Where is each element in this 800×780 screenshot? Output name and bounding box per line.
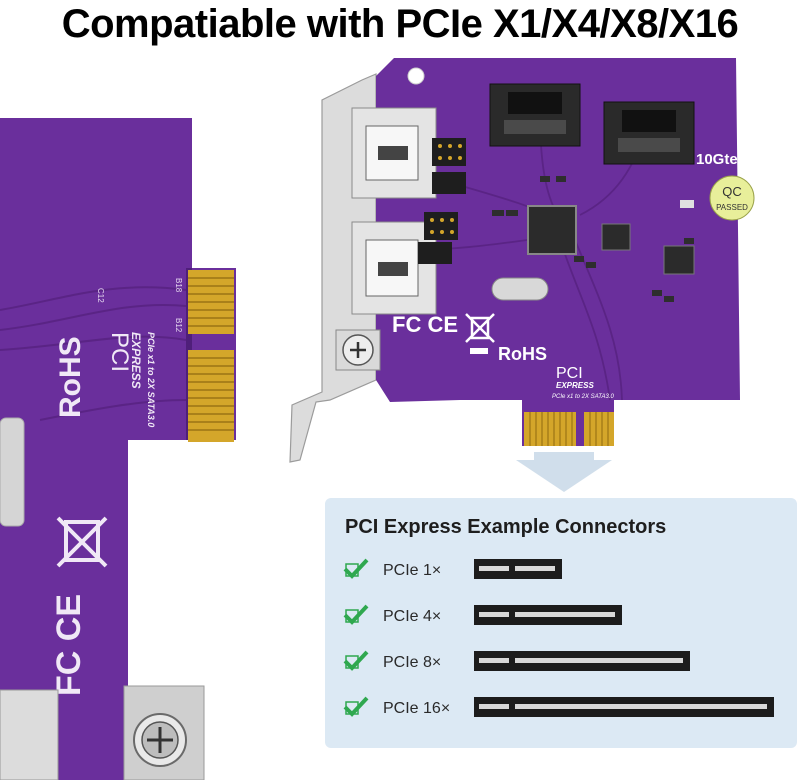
connectors-panel: PCI Express Example Connectors PCIe 1× P… [325,498,797,748]
qc-sticker-bottom: PASSED [716,203,748,212]
esata-port-top [351,107,437,199]
qc-sticker: QC PASSED [709,175,755,221]
main-pci-logo-bottom: EXPRESS [556,381,594,390]
closeup-weee-icon [56,516,108,568]
main-rohs: RoHS [498,344,547,364]
closeup-screw-icon [133,713,187,767]
slot-x8-icon [474,651,690,671]
small-chip [601,223,631,251]
check-icon [343,650,369,671]
main-model-text: PCIe x1 to 2X SATA3.0 [552,394,614,400]
closeup-label-b12: B12 [174,318,183,333]
main-cert-marks: FC CE [392,312,458,337]
closeup-gold-fingers [188,270,234,442]
main-pci-logo-top: PCI [556,365,583,382]
regulator-chip [663,245,695,275]
connector-row-x1: PCIe 1× [343,556,783,588]
closeup-crystal [0,417,25,527]
sata-port-right [603,101,695,165]
closeup-label-c12: C12 [96,288,105,303]
connector-label: PCIe 8× [383,654,442,671]
check-icon [343,604,369,625]
connector-label: PCIe 16× [383,700,451,717]
qc-sticker-top: QC [722,184,742,199]
connectors-panel-title: PCI Express Example Connectors [345,516,667,538]
connector-row-x8: PCIe 8× [343,648,783,680]
smd-components [492,176,694,302]
slot-x16-icon [474,697,774,717]
connector-label: PCIe 1× [383,562,442,579]
esata-port-bottom [351,221,437,315]
slot-x1-icon [474,559,562,579]
check-icon [343,558,369,579]
controller-chip [527,205,577,255]
headline: Compatiable with PCIe X1/X4/X8/X16 [61,2,739,46]
rohs-underline [470,348,488,354]
closeup-board: C12 B18 B12 PCI EXPRESS PCIe x1 to 2X SA… [0,118,236,780]
closeup-model-text: PCIe x1 to 2X SATA3.0 [146,332,156,427]
closeup-pci-logo-top: PCI [106,332,133,372]
main-board: 10Gtek QC PASSED FC CE RoHS PCI EXPRESS … [289,58,755,492]
closeup-cert-marks: FC CE [50,594,88,696]
connector-row-x4: PCIe 4× [343,602,783,634]
slot-x4-icon [474,605,622,625]
jumper-headers [418,138,466,264]
brand-name: 10Gtek [696,151,747,168]
closeup-connector [0,689,59,780]
check-icon [343,696,369,717]
main-weee-icon [465,313,495,343]
mount-holes [407,67,425,85]
closeup-rohs: RoHS [54,336,87,418]
connector-label: PCIe 4× [383,608,442,625]
main-crystal [491,277,549,301]
down-arrow-icon [516,452,612,492]
closeup-traces [0,286,187,421]
sata-port-left [489,83,581,147]
connector-row-x16: PCIe 16× [343,694,783,726]
closeup-pci-logo-bottom: EXPRESS [129,332,143,389]
closeup-label-b18: B18 [174,278,183,293]
main-gold-fingers [524,412,614,446]
closeup-pcb [0,118,236,520]
main-screw-icon [335,329,381,371]
